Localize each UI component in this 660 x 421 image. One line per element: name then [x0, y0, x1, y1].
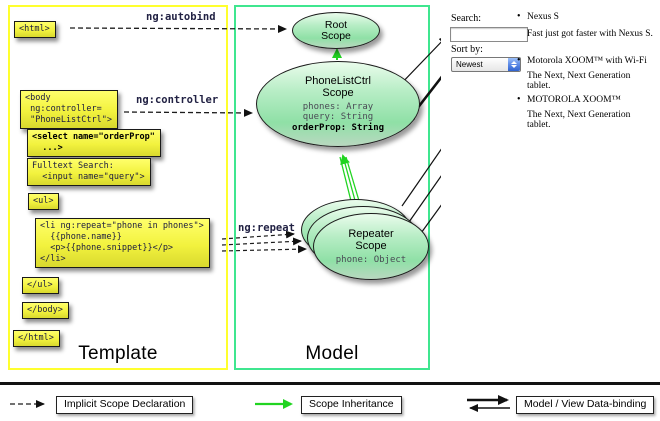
phonelistctrl-scope-title: PhoneListCtrl Scope [304, 74, 372, 99]
ul-open-tag: <ul> [28, 193, 60, 210]
fulltext-search-tag: Fulltext Search: <input name="query"> [27, 158, 151, 186]
phone-item-name: MOTOROLA XOOM™ [527, 95, 621, 105]
bullet-dot: • [517, 94, 521, 105]
search-input[interactable] [450, 27, 528, 42]
li-repeat-tag: <li ng:repeat="phone in phones"> {{phone… [35, 218, 210, 268]
sort-by-label: Sort by: [451, 44, 483, 55]
autobind-label: ng:autobind [146, 11, 216, 23]
template-column-label: Template [78, 343, 158, 364]
phone-item-name: Nexus S [527, 12, 559, 22]
phone-item-desc: The Next, Next Generation tablet. [527, 110, 631, 130]
bullet-dot: • [517, 11, 521, 22]
query-prop: query: String [302, 112, 374, 123]
html-close-tag: </html> [13, 330, 60, 347]
sort-select[interactable]: Newest [451, 57, 521, 72]
view-content: Search: Sort by: Newest • Nexus S Fast j… [441, 5, 653, 370]
repeater-scope-title: Repeater Scope [348, 227, 394, 252]
legend-model-view-data-binding: Model / View Data-binding [516, 396, 655, 414]
repeater-scope-front: Repeater Scope phone: Object [313, 213, 429, 280]
model-column-label: Model [305, 343, 359, 364]
phone-prop: phone: Object [335, 254, 407, 265]
root-scope-title: Root Scope [321, 18, 351, 42]
bullet-dot: • [517, 55, 521, 66]
controller-label: ng:controller [136, 94, 219, 106]
phone-item-name: Motorola XOOM™ with Wi-Fi [527, 56, 647, 66]
sort-select-value: Newest [456, 60, 483, 69]
phone-item-desc: The Next, Next Generation tablet. [527, 71, 631, 91]
legend-scope-inheritance: Scope Inheritance [301, 396, 402, 414]
phone-item-desc: Fast just got faster with Nexus S. [527, 29, 653, 39]
orderprop-prop: orderProp: String [291, 122, 385, 133]
root-scope: Root Scope [292, 12, 380, 49]
repeat-label: ng:repeat [238, 222, 295, 234]
ul-close-tag: </ul> [22, 277, 59, 294]
select-orderprop-tag: <select name="orderProp" ...> [27, 129, 161, 157]
phones-prop: phones: Array [302, 101, 374, 112]
body-close-tag: </body> [22, 302, 69, 319]
legend-implicit-scope-declaration: Implicit Scope Declaration [56, 396, 194, 414]
body-open-tag: <body ng:controller= "PhoneListCtrl"> [20, 90, 118, 129]
html-open-tag: <html> [14, 21, 56, 38]
phonelistctrl-scope: PhoneListCtrl Scope phones: Array query:… [256, 61, 420, 147]
search-label: Search: [451, 13, 481, 24]
select-stepper-icon [508, 58, 520, 71]
model-column: Model [234, 5, 430, 370]
